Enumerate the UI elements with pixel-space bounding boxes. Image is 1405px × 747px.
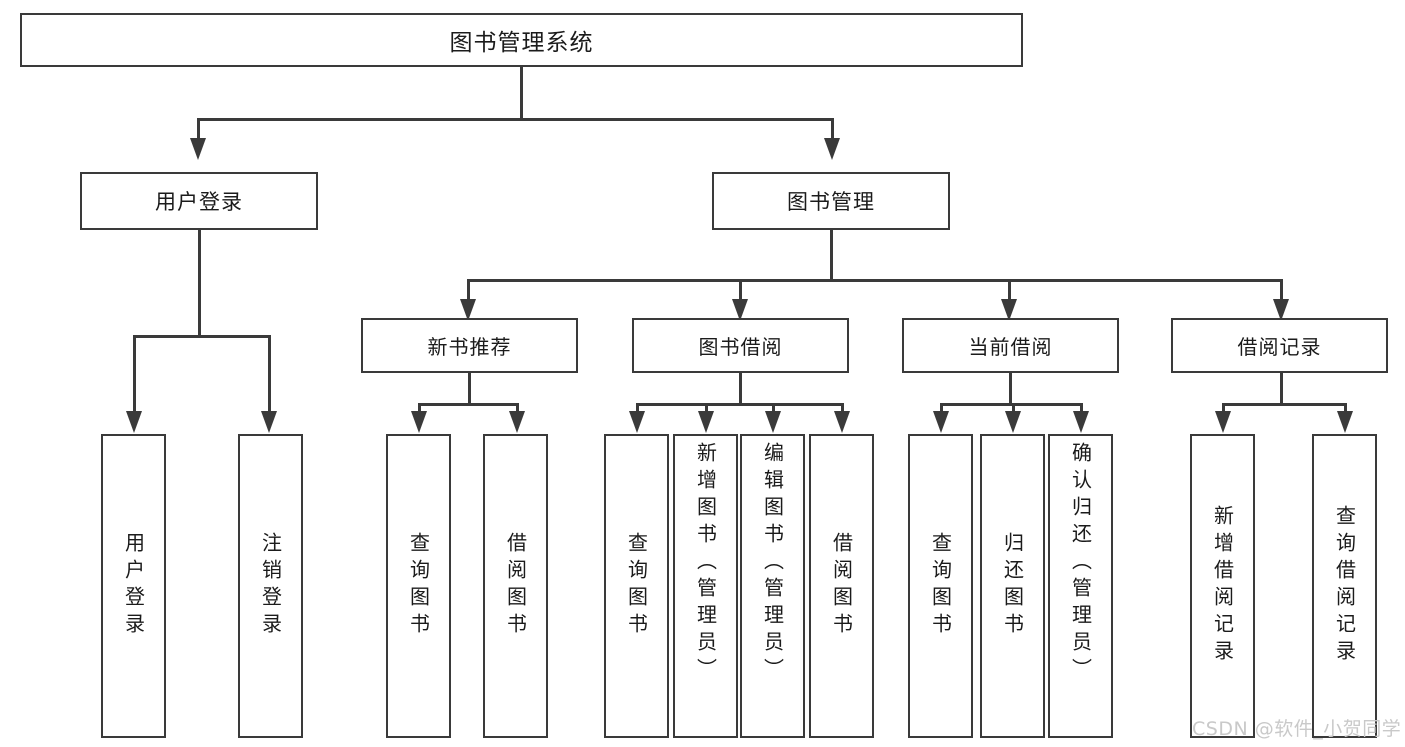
connector-book-borrow-drop-1 xyxy=(636,403,639,413)
node-label: 借阅记录 xyxy=(1237,335,1322,359)
connector-borrow-record-bus xyxy=(1222,403,1346,406)
leaf-add-borrow-record[interactable]: 新增借阅记录 xyxy=(1190,434,1255,738)
arrow-to-add-book xyxy=(698,411,714,433)
connector-borrow-record-drop-2 xyxy=(1344,403,1347,413)
arrow-to-book-borrow xyxy=(732,299,748,321)
leaf-user-login[interactable]: 用户登录 xyxy=(101,434,166,738)
connector-current-borrow-drop-3 xyxy=(1080,403,1083,413)
node-label: 新书推荐 xyxy=(427,335,512,359)
connector-level1-drop-1 xyxy=(197,118,200,140)
leaf-add-book-admin[interactable]: 新增图书（管理员） xyxy=(673,434,738,738)
node-book-management[interactable]: 图书管理 xyxy=(712,172,950,230)
arrow-to-borrow-book-2 xyxy=(834,411,850,433)
arrow-to-current-borrow xyxy=(1001,299,1017,321)
leaf-edit-book-admin[interactable]: 编辑图书（管理员） xyxy=(740,434,805,738)
connector-book-borrow-drop-2 xyxy=(705,403,708,413)
connector-level1-bus xyxy=(197,118,834,121)
connector-current-borrow-bus xyxy=(940,403,1082,406)
node-label: 当前借阅 xyxy=(968,335,1053,359)
connector-book-management-stem xyxy=(830,230,833,282)
connector-borrow-record-stem xyxy=(1280,373,1283,405)
arrow-to-add-borrow-record xyxy=(1215,411,1231,433)
leaf-query-book-current[interactable]: 查询图书 xyxy=(908,434,973,738)
node-current-borrow[interactable]: 当前借阅 xyxy=(902,318,1119,373)
connector-book-borrow-drop-4 xyxy=(841,403,844,413)
arrow-to-query-book-1 xyxy=(411,411,427,433)
connector-level2-drop-1 xyxy=(467,279,470,301)
node-label: 借阅图书 xyxy=(829,532,854,640)
connector-user-login-bus xyxy=(133,335,270,338)
connector-new-book-bus xyxy=(418,403,519,406)
connector-current-borrow-drop-1 xyxy=(940,403,943,413)
node-label: 编辑图书（管理员） xyxy=(760,442,785,685)
node-label: 查询借阅记录 xyxy=(1332,505,1357,667)
connector-borrow-record-drop-1 xyxy=(1222,403,1225,413)
node-root-system[interactable]: 图书管理系统 xyxy=(20,13,1023,67)
node-label: 用户登录 xyxy=(121,532,146,640)
node-new-book-recommend[interactable]: 新书推荐 xyxy=(361,318,578,373)
connector-level2-drop-2 xyxy=(739,279,742,301)
arrow-to-confirm-return xyxy=(1073,411,1089,433)
node-label: 注销登录 xyxy=(258,532,283,640)
connector-book-borrow-bus xyxy=(636,403,843,406)
leaf-return-book[interactable]: 归还图书 xyxy=(980,434,1045,738)
connector-level2-drop-3 xyxy=(1008,279,1011,301)
node-book-borrow[interactable]: 图书借阅 xyxy=(632,318,849,373)
node-label: 新增借阅记录 xyxy=(1210,505,1235,667)
leaf-borrow-book[interactable]: 借阅图书 xyxy=(809,434,874,738)
node-label: 图书借阅 xyxy=(698,335,783,359)
watermark-text: CSDN @软件_小贺同学 xyxy=(1192,718,1402,740)
arrow-to-query-borrow-record xyxy=(1337,411,1353,433)
connector-user-login-drop-2 xyxy=(268,335,271,413)
connector-level2-drop-4 xyxy=(1280,279,1283,301)
connector-book-borrow-drop-3 xyxy=(772,403,775,413)
node-label: 查询图书 xyxy=(928,532,953,640)
connector-root-stem xyxy=(520,67,523,120)
node-label: 新增图书（管理员） xyxy=(693,442,718,685)
connector-level2-bus xyxy=(467,279,1282,282)
arrow-to-user-login xyxy=(190,138,206,160)
node-label: 确认归还（管理员） xyxy=(1068,442,1093,685)
connector-level1-drop-2 xyxy=(831,118,834,140)
arrow-to-user-login-leaf xyxy=(126,411,142,433)
connector-book-borrow-stem xyxy=(739,373,742,405)
node-label: 图书管理系统 xyxy=(449,30,594,56)
node-borrow-record[interactable]: 借阅记录 xyxy=(1171,318,1388,373)
connector-user-login-stem xyxy=(198,230,201,338)
connector-new-book-stem xyxy=(468,373,471,405)
leaf-query-borrow-record[interactable]: 查询借阅记录 xyxy=(1312,434,1377,738)
connector-user-login-drop-1 xyxy=(133,335,136,413)
arrow-to-query-book-3 xyxy=(933,411,949,433)
node-label: 查询图书 xyxy=(624,532,649,640)
arrow-to-logout-leaf xyxy=(261,411,277,433)
arrow-to-borrow-record xyxy=(1273,299,1289,321)
arrow-to-edit-book xyxy=(765,411,781,433)
node-user-login[interactable]: 用户登录 xyxy=(80,172,318,230)
arrow-to-query-book-2 xyxy=(629,411,645,433)
leaf-confirm-return-admin[interactable]: 确认归还（管理员） xyxy=(1048,434,1113,738)
connector-new-book-drop-2 xyxy=(516,403,519,413)
leaf-logout[interactable]: 注销登录 xyxy=(238,434,303,738)
leaf-query-book-new[interactable]: 查询图书 xyxy=(386,434,451,738)
node-label: 归还图书 xyxy=(1000,532,1025,640)
leaf-query-book-borrow[interactable]: 查询图书 xyxy=(604,434,669,738)
node-label: 借阅图书 xyxy=(503,532,528,640)
leaf-borrow-book-new[interactable]: 借阅图书 xyxy=(483,434,548,738)
arrow-to-new-book xyxy=(460,299,476,321)
connector-new-book-drop-1 xyxy=(418,403,421,413)
connector-current-borrow-drop-2 xyxy=(1012,403,1015,413)
arrow-to-borrow-book-1 xyxy=(509,411,525,433)
node-label: 用户登录 xyxy=(155,190,243,214)
node-label: 查询图书 xyxy=(406,532,431,640)
node-label: 图书管理 xyxy=(787,190,875,214)
arrow-to-return-book xyxy=(1005,411,1021,433)
connector-current-borrow-stem xyxy=(1009,373,1012,405)
arrow-to-book-manage xyxy=(824,138,840,160)
